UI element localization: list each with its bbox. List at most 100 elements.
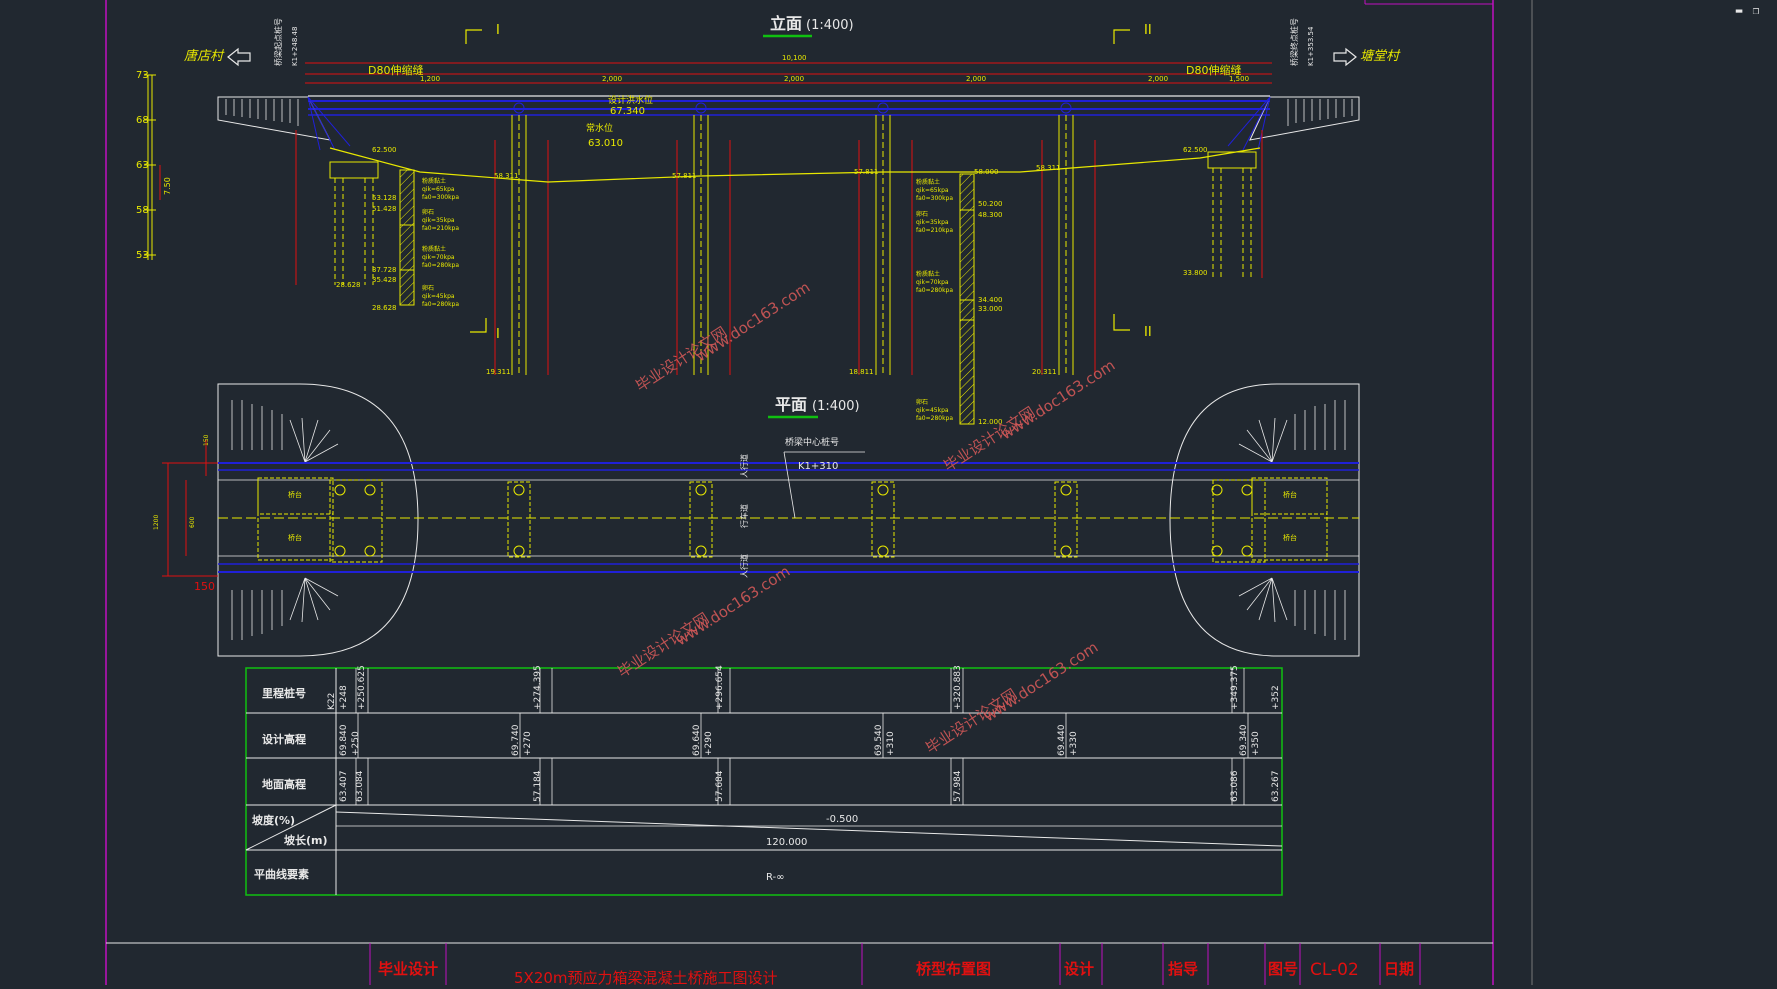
right-bh-elev-5: 12.000 bbox=[978, 418, 1003, 426]
elevation-side-scale: 73 68 63 58 53 7.50 bbox=[136, 70, 172, 261]
tb-drawing-no-label: 图号 bbox=[1268, 960, 1298, 978]
ground-elev-5: 58.311 bbox=[1036, 164, 1061, 172]
left-bh-layer-2: qik=65kpa bbox=[422, 186, 455, 193]
plan-dim-4: 150 bbox=[194, 580, 215, 593]
left-bh-layer-1: 粉质黏土 bbox=[422, 177, 446, 185]
abutment-tag-right-2: 桥台 bbox=[1283, 533, 1297, 542]
tb-project: 5X20m预应力箱梁混凝土桥施工图设计 bbox=[514, 969, 778, 985]
ground-elev-row-6: 63.086 bbox=[1230, 770, 1240, 802]
right-bh-layer-4: 卵石 bbox=[916, 210, 928, 218]
minimize-icon[interactable]: ▬ bbox=[1735, 4, 1743, 17]
right-bh-layer-3: fa0=300kpa bbox=[916, 195, 953, 202]
section-mark-2: I bbox=[496, 327, 500, 342]
ground-elev-row-1: 63.407 bbox=[339, 771, 349, 803]
plan-dim-1: 150 bbox=[203, 434, 210, 446]
design-water-level: 67.340 bbox=[610, 106, 645, 117]
right-abutment-station: K1+353.54 bbox=[1307, 26, 1315, 66]
left-bh-layer-3: fa0=300kpa bbox=[422, 194, 459, 201]
center-station-label: 桥梁中心桩号 bbox=[785, 436, 839, 448]
end-dim-left: 1,200 bbox=[420, 75, 440, 83]
row-label-grade: 坡度(%) bbox=[252, 813, 295, 827]
right-bh-layer-10: 卵石 bbox=[916, 398, 928, 406]
design-elev-4-st: +310 bbox=[886, 731, 896, 756]
row-label-curve: 平曲线要素 bbox=[254, 867, 309, 881]
span-dim-1: 2,000 bbox=[602, 75, 622, 83]
station-8: +352 bbox=[1271, 685, 1281, 710]
right-bh-elev-3: 34.400 bbox=[978, 296, 1003, 304]
abutment-tag-left-2: 桥台 bbox=[288, 533, 302, 542]
normal-water-label: 常水位 bbox=[586, 122, 613, 134]
abutment-tag-left: 桥台 bbox=[288, 490, 302, 499]
side-scale-53: 53 bbox=[136, 250, 149, 261]
tb-designer-label: 设计 bbox=[1064, 960, 1094, 978]
design-elev-3-st: +290 bbox=[704, 731, 714, 756]
design-elev-6: 69.340 bbox=[1239, 724, 1249, 756]
right-village-label: 塘堂村 bbox=[1360, 48, 1401, 64]
station-7: +349.375 bbox=[1230, 665, 1240, 710]
left-bh-elev-3: 37.728 bbox=[372, 266, 397, 274]
left-bh-elev-4: 35.428 bbox=[372, 276, 397, 284]
right-bh-layer-12: fa0=280kpa bbox=[916, 415, 953, 422]
tb-drawing-name: 桥型布置图 bbox=[916, 960, 991, 978]
grade-value: -0.500 bbox=[826, 814, 858, 825]
right-abutment-label: 桥梁终点桩号 bbox=[1289, 18, 1299, 66]
curve-value: R-∞ bbox=[766, 872, 784, 883]
left-arrow-icon bbox=[227, 47, 251, 67]
grade-length-value: 120.000 bbox=[766, 837, 807, 848]
total-length-dim: 10,100 bbox=[782, 54, 807, 62]
elevation-title: 立面 bbox=[770, 14, 802, 33]
watermark-4b: www.doc163.com bbox=[980, 638, 1101, 725]
center-station: K1+310 bbox=[798, 461, 838, 472]
left-bh-layer-5: qik=35kpa bbox=[422, 217, 455, 224]
span-dim-3: 2,000 bbox=[966, 75, 986, 83]
station-2: +248 bbox=[339, 685, 349, 710]
drawing-frame bbox=[105, 0, 1533, 985]
design-elev-3: 69.640 bbox=[692, 724, 702, 756]
right-bh-layer-11: qik=45kpa bbox=[916, 407, 949, 414]
row-label-station: 里程桩号 bbox=[262, 686, 306, 700]
right-bh-elev-2: 48.300 bbox=[978, 211, 1003, 219]
watermark-1a: 毕业设计论文网 bbox=[632, 323, 730, 395]
left-bh-layer-7: 粉质黏土 bbox=[422, 245, 446, 253]
pier-1 bbox=[511, 102, 527, 375]
ground-elev-6: 62.500 bbox=[372, 146, 397, 154]
title-block: 毕业设计 5X20m预应力箱梁混凝土桥施工图设计 桥型布置图 设计 指导 图号 … bbox=[106, 942, 1493, 987]
ground-elev-3: 57.811 bbox=[854, 168, 879, 176]
pile-bottom-3: 20.311 bbox=[1032, 368, 1057, 376]
left-bh-layer-6: fa0=210kpa bbox=[422, 225, 459, 232]
right-bh-layer-7: 粉质黏土 bbox=[916, 270, 940, 278]
design-elev-2-st: +270 bbox=[523, 731, 533, 756]
design-elev-5: 69.440 bbox=[1057, 724, 1067, 756]
design-elev-1: 69.840 bbox=[339, 724, 349, 756]
right-bh-elev-1: 50.200 bbox=[978, 200, 1003, 208]
design-water-label: 设计洪水位 bbox=[608, 94, 653, 106]
left-bh-layer-8: qik=70kpa bbox=[422, 254, 455, 261]
profile-table: 里程桩号 设计高程 地面高程 坡度(%) 坡长(m) 平曲线要素 bbox=[245, 665, 1283, 896]
watermark-3b: www.doc163.com bbox=[672, 562, 793, 649]
right-bh-layer-8: qik=70kpa bbox=[916, 279, 949, 286]
ground-elev-row-5: 57.984 bbox=[953, 770, 963, 802]
tb-advisor-label: 指导 bbox=[1168, 960, 1198, 978]
side-scale-dim: 7.50 bbox=[163, 177, 172, 195]
plan-dim-2: 1200 bbox=[153, 515, 160, 530]
right-bh-layer-2: qik=65kpa bbox=[916, 187, 949, 194]
ground-elev-row-2: 63.084 bbox=[355, 770, 365, 802]
ground-elev-row-4: 57.684 bbox=[715, 770, 725, 802]
left-bh-layer-4: 卵石 bbox=[422, 208, 434, 216]
pile-bottom-2: 18.811 bbox=[849, 368, 874, 376]
ground-line bbox=[329, 147, 1261, 183]
lane-label-sidewalk-bottom: 人行道 bbox=[739, 554, 749, 578]
right-bh-layer-5: qik=35kpa bbox=[916, 219, 949, 226]
watermark-2b: www.doc163.com bbox=[997, 356, 1118, 443]
restore-icon[interactable]: ❐ bbox=[1752, 4, 1760, 17]
ground-elev-4: 58.000 bbox=[974, 168, 999, 176]
design-elev-6-st: +350 bbox=[1251, 731, 1261, 756]
design-elev-1-st: +250 bbox=[351, 731, 361, 756]
design-elev-2: 69.740 bbox=[511, 724, 521, 756]
station-3: +250.625 bbox=[357, 665, 367, 710]
lane-label-carriageway: 行车道 bbox=[739, 504, 749, 528]
right-bh-layer-9: fa0=280kpa bbox=[916, 287, 953, 294]
station-6: +320.883 bbox=[953, 665, 963, 710]
span-dim-2: 2,000 bbox=[784, 75, 804, 83]
